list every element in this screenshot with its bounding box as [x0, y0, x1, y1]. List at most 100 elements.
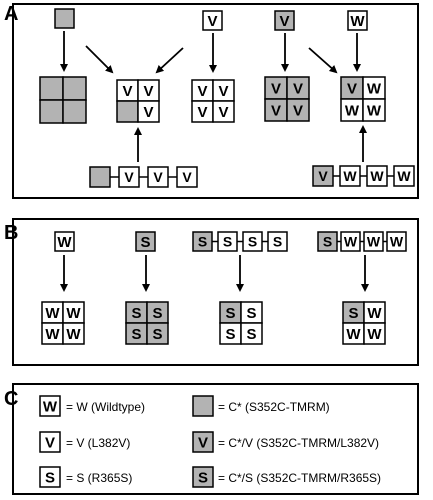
subunit-letter: S [348, 305, 358, 322]
subunit-letter: W [367, 102, 382, 119]
tetramer-subunit: W [41, 322, 64, 345]
tetramer-subunit: V [191, 79, 214, 102]
subunit-letter: W [350, 13, 365, 30]
tetramer-subunit: S [146, 301, 169, 324]
tetramer-subunit: V [137, 79, 160, 102]
subunit-letter: W [367, 234, 381, 250]
concatemer-subunit: W [386, 231, 407, 252]
subunit-box [135, 231, 156, 252]
subunit-box [347, 10, 368, 31]
tetramer-subunit: W [342, 322, 365, 345]
legend-item-v: V= V (L382V) [39, 431, 130, 453]
tetramer-cstar [39, 76, 87, 124]
subunit-box [39, 99, 64, 124]
legend-item-cv: V = C*/V (S352C-TMRM/L382V) [192, 431, 379, 453]
subunit-box [286, 98, 310, 122]
subunit-letter: V [279, 13, 289, 30]
legend-item-w: W= W (Wildtype) [39, 395, 145, 417]
tetramer-subunit: S [342, 301, 365, 324]
subunit-box [363, 322, 386, 345]
legend-swatch: V [39, 431, 61, 453]
tetramer-subunit [62, 99, 87, 124]
legend-label: = C*/V (S352C-TMRM/L382V) [218, 436, 379, 450]
tetramer-subunit: W [41, 301, 64, 324]
legend-item-c: = C* (S352C-TMRM) [192, 395, 330, 417]
subunit-box [39, 395, 61, 417]
subunit-letter: W [344, 234, 358, 250]
concatemer-subunit: S [267, 231, 288, 252]
concatemer-subunit: W [366, 165, 388, 187]
subunit-letter: S [152, 305, 162, 322]
tetramer-subunit: S [219, 301, 242, 324]
subunit-box [192, 431, 214, 453]
subunit-letter: S [246, 305, 256, 322]
subunit-letter: S [223, 234, 232, 250]
panel-a-frame [12, 3, 419, 199]
tetramer-subunit: V [212, 79, 235, 102]
subunit-letter: V [198, 434, 208, 451]
tetramer-subunit: W [363, 301, 386, 324]
subunit-box [39, 466, 61, 488]
subunit-letter: V [218, 83, 228, 100]
tetramer-subunit: W [62, 322, 85, 345]
tetramer-subunit: V [137, 100, 160, 123]
subunit-box [176, 166, 198, 188]
monomer-v: V [202, 10, 223, 31]
concatemer-subunit [89, 166, 111, 188]
subunit-letter: W [43, 398, 58, 415]
subunit-letter: W [390, 234, 404, 250]
subunit-letter: S [45, 469, 55, 486]
arrow-v-diag [155, 47, 184, 74]
tetramer-subunit: S [125, 322, 148, 345]
subunit-box [116, 100, 139, 123]
subunit-letter: S [131, 305, 141, 322]
subunit-letter: V [293, 80, 303, 97]
concatemer-subunit: S [242, 231, 263, 252]
concatemer-subunit: W [393, 165, 415, 187]
subunit-box [192, 466, 214, 488]
subunit-letter: V [347, 80, 357, 97]
panel-c-frame [12, 383, 419, 495]
subunit-letter: V [124, 169, 134, 185]
concatemer-subunit: S [317, 231, 338, 252]
concatemer-subunit: W [340, 231, 361, 252]
tetramer-subunit: V [212, 100, 235, 123]
subunit-letter: S [198, 234, 207, 250]
subunit-letter: S [323, 234, 332, 250]
subunit-letter: S [140, 234, 150, 251]
subunit-letter: S [131, 326, 141, 343]
panel-b-frame [12, 218, 419, 366]
subunit-letter: W [66, 305, 81, 322]
concatemer-subunit: V [118, 166, 140, 188]
subunit-letter: S [225, 326, 235, 343]
tetramer-subunit [62, 76, 87, 101]
subunit-letter: V [153, 169, 163, 185]
legend-label: = C*/S (S352C-TMRM/R365S) [218, 471, 381, 485]
arrow-cstarv-diag [308, 47, 338, 74]
concatemer-subunit: W [363, 231, 384, 252]
subunit-box [192, 395, 214, 417]
subunit-letter: W [45, 305, 60, 322]
subunit-box [62, 99, 87, 124]
subunit-box [386, 231, 407, 252]
subunit-letter: S [246, 326, 256, 343]
arrow-cstar-diag [85, 45, 114, 74]
tetramer-subunit: V [340, 76, 364, 100]
monomer-w: W [347, 10, 368, 31]
subunit-letter: V [318, 168, 328, 184]
concatemer-subunit: S [217, 231, 238, 252]
subunit-box [39, 431, 61, 453]
tetramer-subunit: S [240, 322, 263, 345]
tetramer-subunit: W [62, 301, 85, 324]
legend-swatch: W [39, 395, 61, 417]
subunit-letter: W [57, 234, 72, 251]
